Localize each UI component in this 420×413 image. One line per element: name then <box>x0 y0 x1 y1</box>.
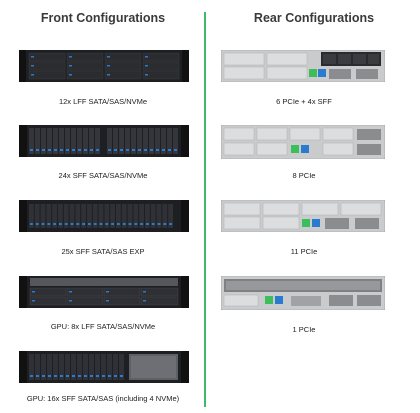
server-rear-11-pcie-icon <box>221 200 385 232</box>
rear-config-caption: 8 PCIe <box>292 171 316 180</box>
rear-config-6-pcie-4-sff <box>221 50 385 82</box>
server-front-12-lff-icon <box>19 50 189 82</box>
server-front-gpu-8-lff-icon <box>19 276 189 308</box>
rear-config-8-pcie <box>221 125 385 159</box>
rear-config-caption: 6 PCIe + 4x SFF <box>276 97 332 106</box>
rear-config-11-pcie <box>221 200 385 232</box>
rear-config-1-pcie <box>221 276 385 310</box>
front-config-caption: 12x LFF SATA/SAS/NVMe <box>58 97 148 106</box>
server-front-24-sff-icon <box>19 125 189 157</box>
rear-config-caption: 11 PCIe <box>290 247 318 256</box>
front-config-caption: GPU: 8x LFF SATA/SAS/NVMe <box>50 322 156 331</box>
front-config-12x-lff <box>19 50 189 82</box>
column-divider <box>204 12 206 407</box>
server-front-gpu-16-sff-icon <box>19 351 189 383</box>
rear-config-caption: 1 PCIe <box>292 325 316 334</box>
server-rear-6-pcie-4-sff-icon <box>221 50 385 82</box>
front-config-caption: 25x SFF SATA/SAS EXP <box>61 247 145 256</box>
server-front-25-sff-icon <box>19 200 189 232</box>
front-config-25x-sff <box>19 200 189 232</box>
front-config-caption: GPU: 16x SFF SATA/SAS (including 4 NVMe) <box>26 394 180 403</box>
front-config-gpu-16x-sff <box>19 351 189 383</box>
front-configurations-heading: Front Configurations <box>40 11 166 25</box>
front-config-caption: 24x SFF SATA/SAS/NVMe <box>58 171 148 180</box>
server-rear-8-pcie-icon <box>221 125 385 159</box>
rear-configurations-heading: Rear Configurations <box>253 11 375 25</box>
front-config-24x-sff <box>19 125 189 157</box>
server-rear-1-pcie-icon <box>221 276 385 310</box>
front-config-gpu-8x-lff <box>19 276 189 308</box>
